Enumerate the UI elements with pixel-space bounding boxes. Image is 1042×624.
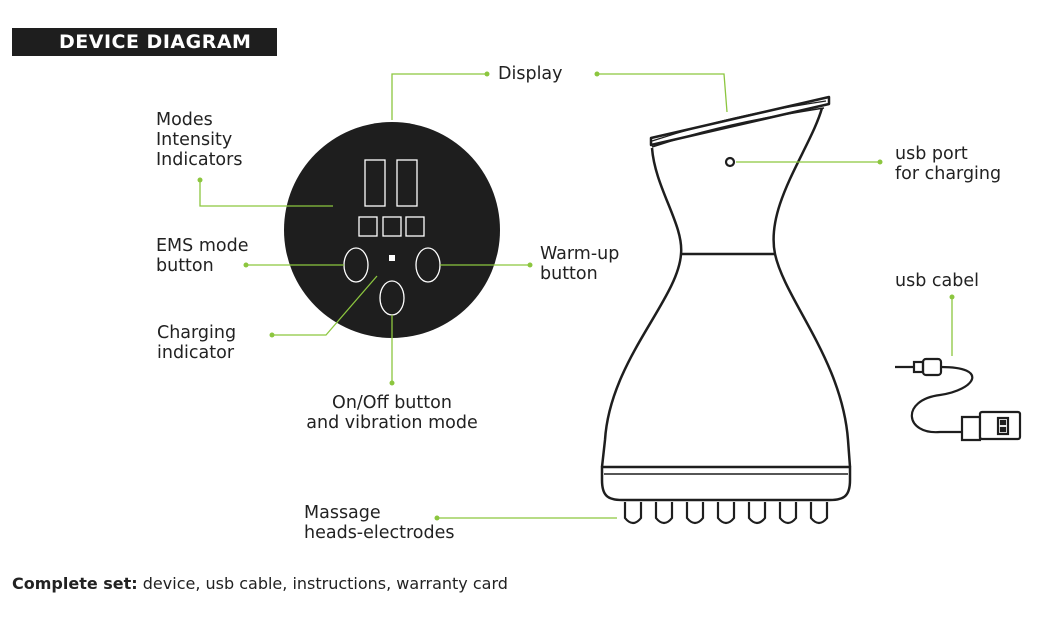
complete-set-note: Complete set: device, usb cable, instruc… — [12, 574, 508, 593]
complete-set-heading: Complete set: — [12, 574, 138, 593]
massage-heads-label: Massage heads-electrodes — [304, 503, 455, 543]
massage-head — [747, 502, 767, 525]
charging-indicator-light — [389, 255, 395, 261]
massage-head — [809, 502, 829, 525]
device-body — [600, 95, 852, 502]
display-label: Display — [498, 64, 563, 84]
usb-cable-label: usb cabel — [895, 271, 979, 291]
charging-leader — [272, 275, 378, 336]
display-leader-left — [391, 73, 487, 120]
modes-leader — [199, 180, 333, 207]
leader-lines — [199, 73, 953, 519]
mode-indicator-3 — [405, 216, 425, 237]
mode-indicator-2 — [382, 216, 402, 237]
charging-indicator-label: Charging indicator — [157, 323, 237, 363]
diagram-title: DEVICE DIAGRAM — [12, 28, 277, 56]
usb-cable — [895, 357, 1022, 442]
modes-intensity-label: Modes Intensity Indicators — [156, 110, 243, 170]
intensity-bar-right — [396, 159, 418, 207]
massage-head — [685, 502, 705, 525]
intensity-bar-left — [364, 159, 386, 207]
massage-head — [623, 502, 643, 525]
onoff-label: On/Off button and vibration mode — [306, 393, 478, 433]
control-panel-disc — [284, 122, 500, 338]
device-base — [600, 465, 852, 502]
usb-port — [724, 156, 736, 168]
mode-indicator-1 — [358, 216, 378, 237]
massage-head — [654, 502, 674, 525]
warmup-label: Warm-up button — [540, 244, 620, 284]
massage-head — [778, 502, 798, 525]
display-leader-right — [597, 73, 728, 113]
massage-head — [716, 502, 736, 525]
usb-port-label: usb port for charging — [895, 144, 1002, 184]
leader-dots — [197, 71, 955, 521]
ems-mode-label: EMS mode button — [156, 236, 249, 276]
complete-set-items: device, usb cable, instructions, warrant… — [137, 574, 508, 593]
control-panel — [284, 122, 500, 338]
massage-heads — [623, 502, 829, 525]
